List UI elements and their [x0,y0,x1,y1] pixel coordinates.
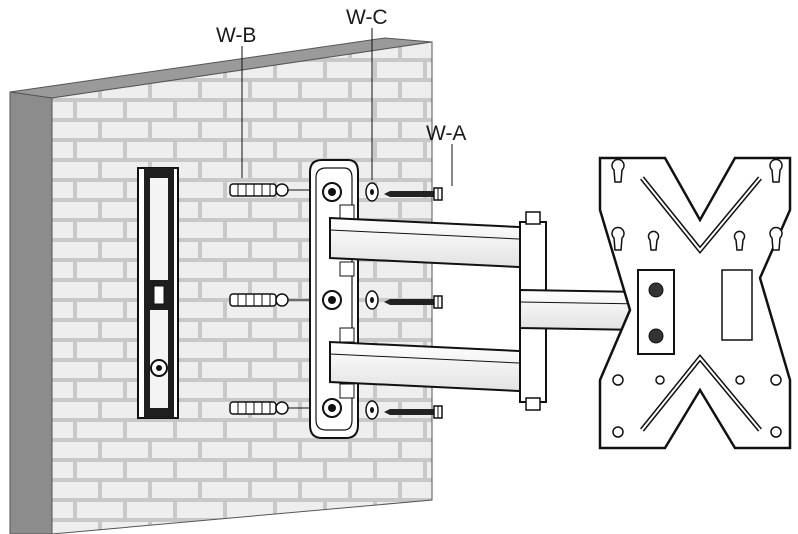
washer-group [365,182,379,420]
lag-bolt-bottom [384,405,443,419]
lag-bolt-top [384,187,443,201]
callout-leaders [241,28,453,186]
brick-wall [9,37,433,534]
wall-anchor-group [229,183,318,415]
washer-middle [365,290,379,310]
washer-bottom [365,400,379,420]
lag-bolt-group [384,187,443,419]
callout-label-wall-anchor: W-B [216,24,256,47]
upper-arm [329,216,541,270]
wall-anchor-middle [229,293,289,307]
head-arm [519,288,641,332]
bubble-level [137,167,179,419]
wall-plate [309,159,359,439]
callout-label-lag-bolt: W-A [426,122,466,145]
vesa-mounting-plate [598,156,792,450]
lag-bolt-middle [384,295,443,309]
callout-label-washer: W-C [346,6,388,29]
washer-top [365,182,379,202]
lower-arm [329,340,541,394]
wall-anchor-bottom [229,401,289,415]
swing-arms [329,211,641,411]
wall-side-face [9,91,53,534]
wall-anchor-top [229,183,289,197]
